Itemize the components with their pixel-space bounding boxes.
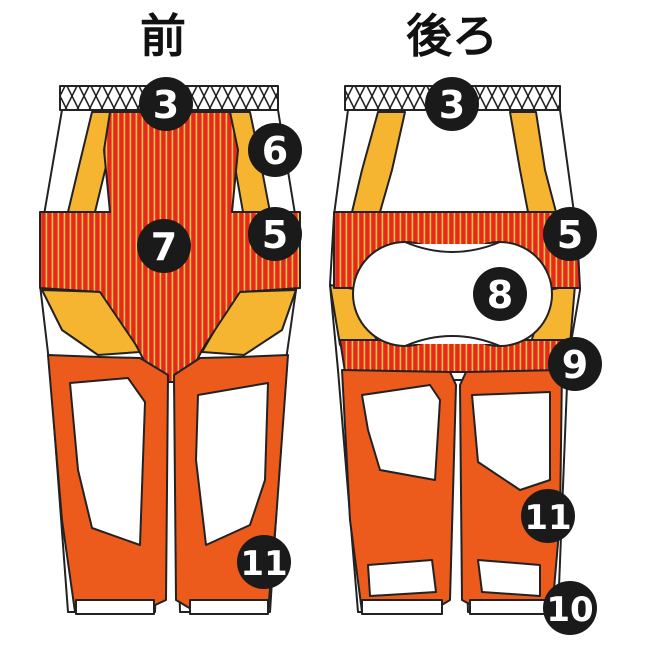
back-badge-5-label: 5 bbox=[557, 213, 583, 257]
front-shin-window-right bbox=[195, 382, 269, 546]
front-tights bbox=[39, 85, 301, 615]
front-badge-7-label: 7 bbox=[151, 225, 177, 269]
back-badge-11-label: 11 bbox=[524, 498, 571, 538]
back-lower-band bbox=[339, 339, 566, 373]
back-badge-3-label: 3 bbox=[439, 83, 465, 127]
back-badge-9-label: 9 bbox=[562, 343, 588, 387]
back-badge-10: 10 bbox=[543, 581, 597, 635]
front-badge-11-label: 11 bbox=[240, 544, 287, 584]
front-badge-7: 7 bbox=[137, 219, 191, 273]
front-title: 前 bbox=[140, 9, 186, 63]
front-badge-5-label: 5 bbox=[262, 213, 288, 257]
back-shin-window-left bbox=[361, 384, 441, 481]
back-badge-5: 5 bbox=[543, 207, 597, 261]
back-hem-window-left bbox=[367, 559, 437, 597]
front-shin-window-left bbox=[69, 377, 146, 546]
back-shin-window-right bbox=[471, 391, 551, 491]
back-badge-10-label: 10 bbox=[546, 590, 593, 630]
back-badge-3: 3 bbox=[425, 77, 479, 131]
back-badge-8: 8 bbox=[473, 267, 527, 321]
front-badge-11: 11 bbox=[237, 535, 291, 589]
back-badge-8-label: 8 bbox=[487, 273, 513, 317]
front-badge-3: 3 bbox=[139, 77, 193, 131]
back-title: 後ろ bbox=[406, 9, 498, 63]
front-badge-6: 6 bbox=[248, 123, 302, 177]
front-badge-5: 5 bbox=[248, 207, 302, 261]
back-badge-9: 9 bbox=[548, 337, 602, 391]
front-badge-6-label: 6 bbox=[262, 129, 288, 173]
back-hem-window-right bbox=[477, 559, 541, 597]
front-badge-3-label: 3 bbox=[153, 83, 179, 127]
back-badge-11: 11 bbox=[521, 489, 575, 543]
